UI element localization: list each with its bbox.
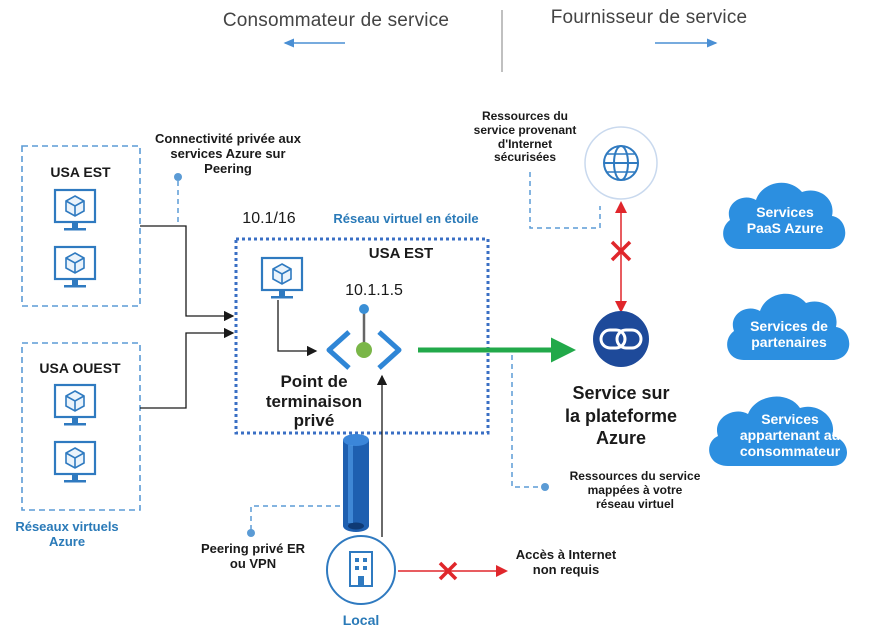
note-line: Accès à Internet: [515, 547, 617, 562]
note-line: services Azure sur: [170, 145, 286, 161]
provider-header: Fournisseur de service: [550, 7, 748, 28]
region-label-west: USA OUEST: [39, 360, 121, 376]
label-line: Services: [761, 411, 819, 427]
label-line: privé: [293, 411, 335, 431]
hub-vm-icon: [260, 256, 304, 300]
note-line: sécurisées: [493, 150, 557, 165]
label-line: consommateur: [739, 443, 841, 460]
note-line: réseau virtuel: [595, 496, 675, 511]
vnets-caption: Réseaux virtuels Azure: [6, 519, 128, 550]
note-line: Connectivité privée aux: [155, 131, 301, 146]
onprem-label: Local: [342, 612, 380, 628]
caption-line: Azure: [48, 533, 86, 549]
callout-leader: [529, 172, 601, 229]
hub-address-space: 10.1/16: [242, 210, 296, 227]
label-line: Service sur: [572, 383, 670, 403]
note-line: d'Internet: [497, 136, 553, 151]
callout-leader: [511, 355, 542, 488]
label-line: Azure: [595, 428, 646, 448]
label-line: PaaS Azure: [746, 220, 824, 237]
peering-note: Connectivité privée aux services Azure s…: [140, 131, 316, 177]
blocked-x-icon: [610, 240, 632, 262]
vm-icon: [53, 383, 97, 427]
expressroute-pipe-icon: [343, 434, 369, 532]
peering-connector-west: [140, 327, 235, 409]
label-line: ou VPN: [229, 555, 277, 571]
callout-dot: [174, 173, 182, 181]
consumer-header: Consommateur de service: [222, 10, 450, 31]
cloud-label-consumer: Services appartenant au consommateur: [716, 411, 864, 459]
cloud-label-partners: Services de partenaires: [730, 318, 848, 350]
caption-line: Réseaux virtuels: [15, 519, 119, 534]
label-line: la plateforme: [564, 405, 678, 426]
private-endpoint-icon: [326, 304, 402, 370]
private-link-service-icon: [593, 311, 649, 367]
label-line: Point de: [280, 372, 348, 391]
note-line: service provenant: [473, 122, 577, 137]
label-line: partenaires: [751, 334, 827, 351]
mapped-resources-note: Ressources du service mappées à votre ré…: [548, 469, 722, 511]
callout-leader: [250, 505, 340, 530]
note-line: Ressources du: [481, 109, 569, 123]
hub-vnet-title: Réseau virtuel en étoile: [333, 211, 479, 226]
callout-dot: [541, 483, 549, 491]
vm-icon: [53, 188, 97, 232]
label-line: Services de: [750, 318, 828, 334]
endpoint-ip: 10.1.1.5: [345, 282, 403, 299]
hub-region-label: USA EST: [368, 245, 434, 262]
cloud-label-paas: Services PaaS Azure: [726, 204, 844, 236]
vm-icon: [53, 440, 97, 484]
note-line: mappées à votre: [587, 482, 683, 497]
internet-resources-note: Ressources du service provenant d'Intern…: [462, 109, 588, 165]
vnet-box-west: [21, 342, 141, 511]
globe-icon: [584, 126, 658, 200]
building-icon: [326, 535, 396, 605]
peering-connector-east: [140, 225, 235, 322]
note-line: Ressources du service: [569, 469, 701, 483]
vm-to-endpoint-arrow: [277, 300, 318, 357]
cloud-consumer-services: [709, 396, 847, 466]
note-line: Peering: [204, 160, 252, 176]
label-line: terminaison: [265, 391, 363, 411]
blocked-x-icon: [438, 561, 458, 581]
label-line: Services: [756, 204, 814, 220]
vm-icon: [53, 245, 97, 289]
note-line: non requis: [532, 561, 600, 577]
label-line: Peering privé ER: [200, 541, 306, 556]
er-peering-label: Peering privé ER ou VPN: [186, 541, 320, 572]
vnet-box-east: [21, 145, 141, 307]
region-label-east: USA EST: [50, 164, 111, 180]
azure-service-label: Service sur la plateforme Azure: [556, 382, 686, 450]
label-line: appartenant au: [739, 427, 841, 444]
callout-dot: [247, 529, 255, 537]
endpoint-label: Point de terminaison privé: [255, 372, 373, 431]
hub-vnet-box: [234, 237, 490, 435]
internet-access-note: Accès à Internet non requis: [498, 547, 634, 578]
